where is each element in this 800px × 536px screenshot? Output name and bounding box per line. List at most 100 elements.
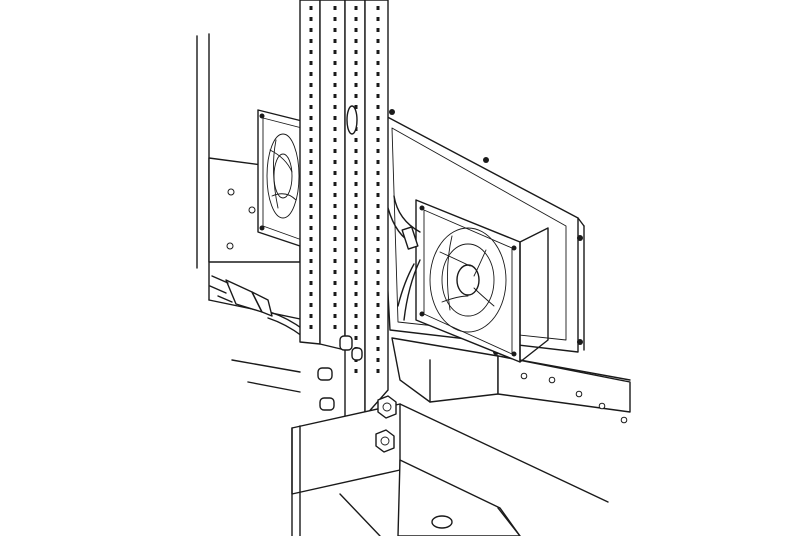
post-hole — [309, 171, 313, 175]
post-hole — [376, 182, 380, 186]
post-hole — [376, 248, 380, 252]
post-hole — [376, 347, 380, 351]
post-hole — [309, 127, 313, 131]
post-hole — [333, 270, 337, 274]
post-hole — [309, 149, 313, 153]
post-hole — [376, 72, 380, 76]
tray-support-bracket — [391, 337, 631, 403]
post-hole — [309, 182, 313, 186]
post-hole — [309, 39, 313, 43]
post-hole — [376, 61, 380, 65]
rack-base — [231, 359, 609, 536]
post-hole — [354, 138, 358, 142]
post-hole — [354, 83, 358, 87]
post-hole — [376, 336, 380, 340]
post-hole — [376, 292, 380, 296]
power-cord — [209, 275, 305, 337]
hex-bolt — [375, 429, 395, 453]
post-hole — [376, 314, 380, 318]
post-hole — [354, 226, 358, 230]
post-hole — [354, 281, 358, 285]
post-hole — [309, 160, 313, 164]
post-hole — [333, 160, 337, 164]
post-hole — [333, 237, 337, 241]
post-hole — [309, 259, 313, 263]
post-hole — [309, 61, 313, 65]
post-hole — [376, 215, 380, 219]
post-hole — [354, 50, 358, 54]
post-hole — [376, 138, 380, 142]
post-hole — [354, 336, 358, 340]
post-hole — [333, 281, 337, 285]
post-hole — [309, 116, 313, 120]
post-hole — [333, 138, 337, 142]
post-hole — [354, 28, 358, 32]
post-hole — [354, 105, 358, 109]
post-hole — [333, 94, 337, 98]
post-hole — [333, 6, 337, 10]
fan-wire-harness — [387, 195, 421, 321]
post-hole — [333, 61, 337, 65]
post-hole — [354, 17, 358, 21]
rear-cooling-fan — [257, 109, 307, 249]
post-hole — [309, 281, 313, 285]
post-hole — [354, 72, 358, 76]
post-hole — [309, 248, 313, 252]
post-hole — [376, 281, 380, 285]
post-hole — [333, 72, 337, 76]
post-hole — [376, 171, 380, 175]
post-hole — [309, 6, 313, 10]
post-hole — [376, 226, 380, 230]
post-hole — [354, 6, 358, 10]
post-hole — [376, 127, 380, 131]
post-hole — [376, 39, 380, 43]
post-hole — [376, 204, 380, 208]
post-hole — [309, 28, 313, 32]
post-hole — [309, 193, 313, 197]
post-hole — [309, 50, 313, 54]
post-hole — [309, 72, 313, 76]
post-hole — [309, 226, 313, 230]
post-hole — [354, 160, 358, 164]
post-hole — [354, 94, 358, 98]
post-hole — [333, 105, 337, 109]
post-hole — [333, 193, 337, 197]
post-hole — [333, 204, 337, 208]
left-rack-post — [299, 0, 346, 351]
post-hole — [376, 83, 380, 87]
post-hole — [376, 259, 380, 263]
post-hole — [333, 171, 337, 175]
post-hole — [333, 39, 337, 43]
post-hole — [354, 171, 358, 175]
post-hole — [376, 50, 380, 54]
post-hole — [333, 28, 337, 32]
post-hole — [376, 160, 380, 164]
post-hole — [333, 314, 337, 318]
post-hole — [376, 94, 380, 98]
post-hole — [333, 226, 337, 230]
post-hole — [354, 270, 358, 274]
post-hole — [354, 325, 358, 329]
post-hole — [354, 237, 358, 241]
post-hole — [354, 215, 358, 219]
post-hole — [376, 369, 380, 373]
post-hole — [354, 369, 358, 373]
post-hole — [376, 6, 380, 10]
front-cooling-fan — [415, 199, 549, 363]
post-hole — [309, 270, 313, 274]
post-hole — [309, 17, 313, 21]
post-hole — [309, 215, 313, 219]
post-hole — [354, 292, 358, 296]
post-hole — [376, 17, 380, 21]
post-hole — [354, 193, 358, 197]
center-post-holes — [354, 6, 380, 373]
post-hole — [309, 303, 313, 307]
post-hole — [333, 182, 337, 186]
post-hole — [309, 138, 313, 142]
post-hole — [354, 248, 358, 252]
post-hole — [333, 259, 337, 263]
post-hole — [354, 303, 358, 307]
post-hole — [354, 182, 358, 186]
